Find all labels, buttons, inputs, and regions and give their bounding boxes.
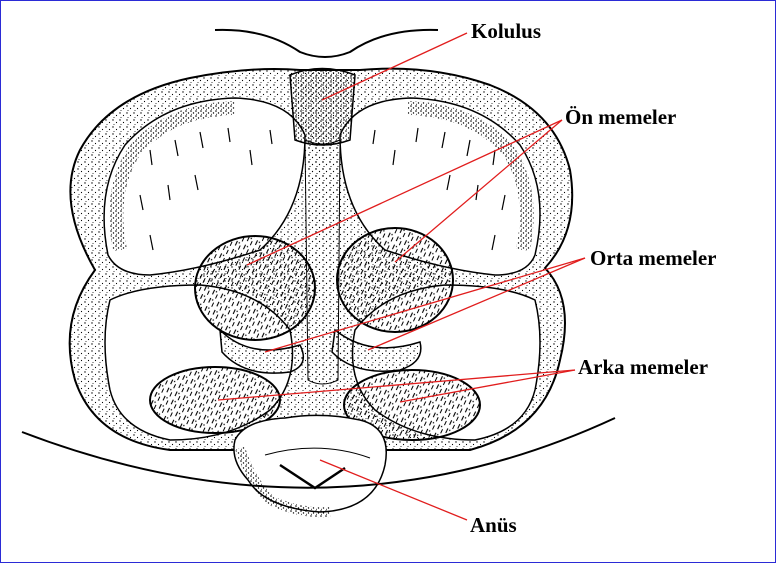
body-contour-top [215,30,438,57]
label-orta-memeler: Orta memeler [590,248,717,269]
anterior-spinneret-right [337,228,453,332]
label-arka-memeler: Arka memeler [578,357,708,378]
colulus [290,69,355,146]
label-kolulus: Kolulus [471,21,541,42]
anterior-spinneret-left [195,236,315,340]
label-anus: Anüs [470,515,517,536]
anal-tubercle [234,415,386,512]
label-on-memeler: Ön memeler [565,107,676,128]
